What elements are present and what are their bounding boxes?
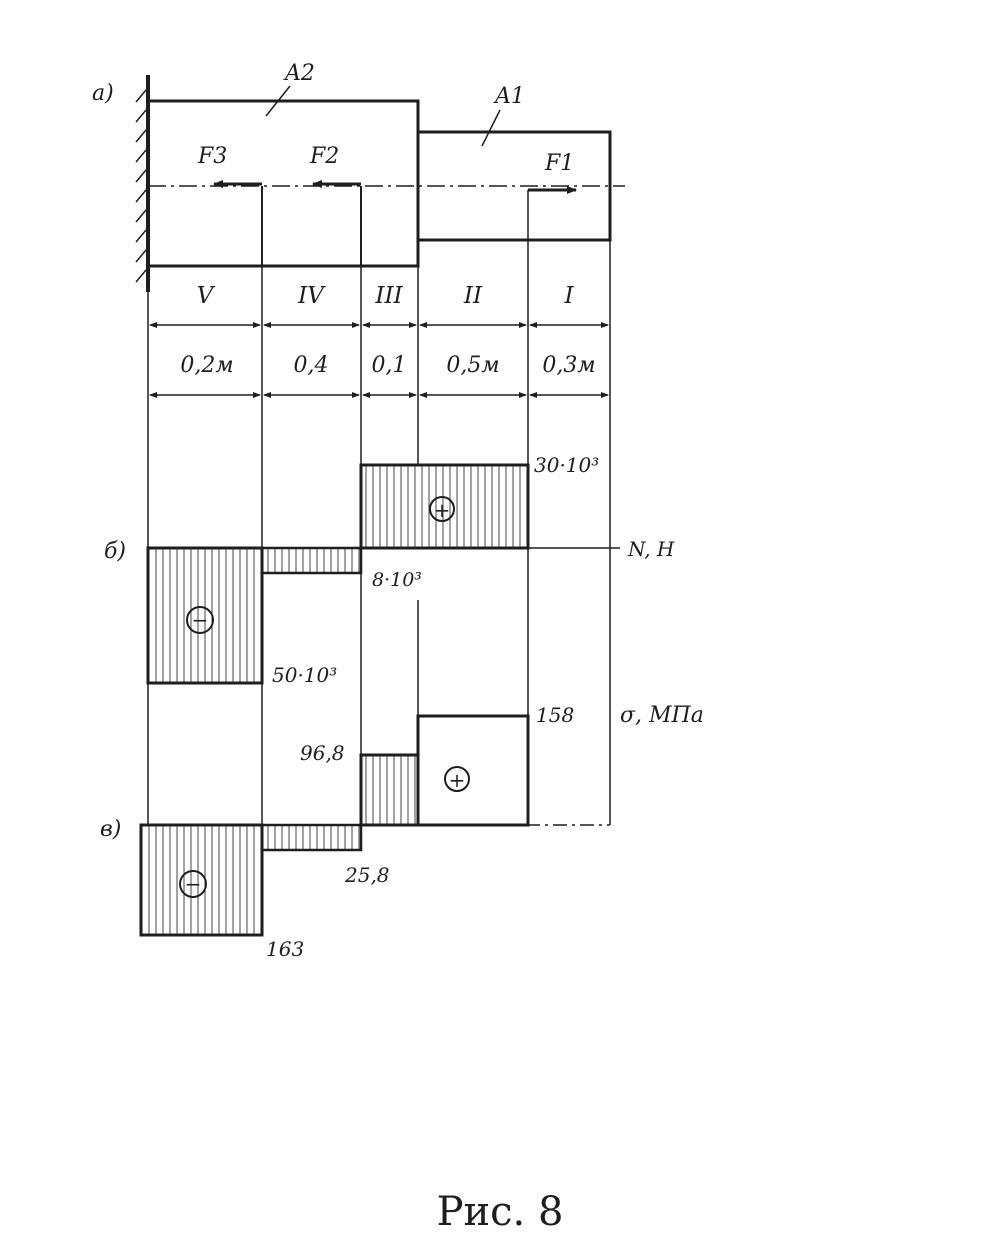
n-minus-sign-circle <box>186 606 214 634</box>
area-label-a2: A2 <box>283 61 315 86</box>
sigma-block-v <box>139 823 264 937</box>
plot-connectors <box>147 548 611 825</box>
length-label-ii: 0,5м <box>446 353 499 378</box>
force-label-f2: F2 <box>309 144 339 169</box>
bar-section-a2 <box>146 99 420 268</box>
sigma-block-iv-fill <box>262 825 361 850</box>
length-label-i: 0,3м <box>542 353 595 378</box>
sigma-value-158: 158 <box>536 703 574 727</box>
area-leader-a2 <box>265 85 291 117</box>
n-value-mid: 8·10³ <box>372 569 422 591</box>
wall-hatching <box>135 89 147 283</box>
section-label-v: V <box>197 283 216 309</box>
n-block-small-fill <box>262 548 361 573</box>
sigma-plus-sign-circle <box>444 766 470 792</box>
section-label-iii: III <box>374 283 403 309</box>
section-separators <box>147 190 611 548</box>
section-label-i: I <box>563 283 574 309</box>
area-leader-a1 <box>481 109 501 147</box>
section-label-ii: II <box>463 283 483 309</box>
sigma-minus-sign-circle <box>179 870 207 898</box>
n-block-positive <box>359 463 530 550</box>
n-axis-label: N, H <box>627 537 675 561</box>
bar-section-a1 <box>416 130 612 242</box>
n-plus-sign-circle <box>429 496 455 522</box>
length-label-iii: 0,1 <box>372 353 407 378</box>
length-label-v: 0,2м <box>180 353 233 378</box>
n-block-positive-fill <box>361 465 528 548</box>
sigma-block-iii-fill <box>361 755 418 825</box>
sigma-plus-sign: + <box>449 768 466 792</box>
n-value-top: 30·10³ <box>534 453 599 477</box>
n-value-low: 50·10³ <box>272 663 337 687</box>
n-minus-sign: − <box>192 608 209 632</box>
length-label-iv: 0,4 <box>294 353 329 378</box>
area-label-a1: A1 <box>493 84 525 109</box>
sigma-value-163: 163 <box>266 937 304 961</box>
sigma-block-v-fill <box>141 825 262 935</box>
sigma-minus-sign: − <box>185 872 202 896</box>
figure-caption: Рис. 8 <box>437 1189 564 1235</box>
n-plus-sign: + <box>434 498 451 522</box>
section-label-iv: IV <box>297 283 326 309</box>
part-label-a: a) <box>92 81 114 106</box>
sigma-axis-label: σ, MПa <box>620 703 704 728</box>
force-label-f1: F1 <box>544 151 574 176</box>
n-block-negative-fill <box>148 548 262 683</box>
part-label-b: б) <box>104 539 126 564</box>
sigma-value-96: 96,8 <box>300 741 345 765</box>
sigma-value-25: 25,8 <box>344 863 390 887</box>
part-label-c: в) <box>100 817 121 842</box>
sigma-block-positive-fill <box>418 716 528 825</box>
sigma-block-iii <box>359 753 420 827</box>
force-label-f3: F3 <box>197 144 227 169</box>
